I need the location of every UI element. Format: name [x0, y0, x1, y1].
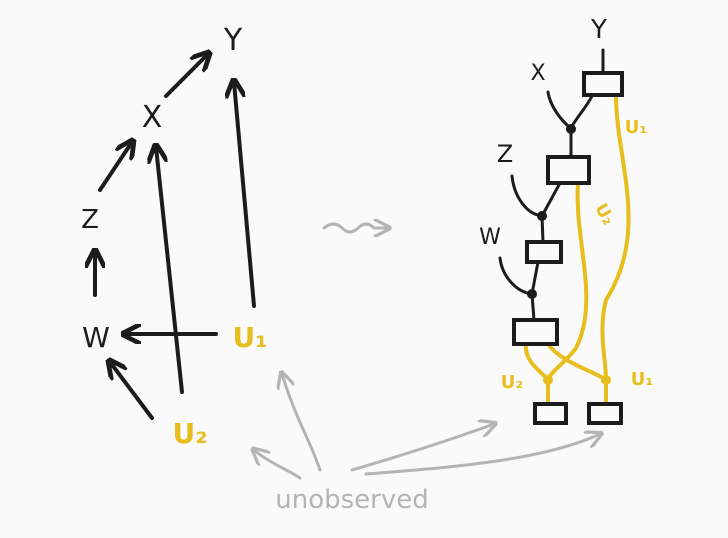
box-z-mechanism	[525, 240, 563, 264]
wire-u1-to-y-box	[600, 94, 631, 382]
edge-u2-to-w	[110, 362, 154, 420]
box-u1-exit	[587, 402, 623, 425]
wire-u2-to-exit-box	[523, 342, 550, 382]
transform-arrow	[322, 224, 388, 232]
edge-u1-to-y	[234, 82, 256, 308]
left-graph-nodes: Y X Z W U₁ U₂	[81, 23, 267, 450]
wire-u2-to-z-box	[546, 181, 589, 382]
right-graph-boxes	[512, 71, 624, 425]
node-w: W	[82, 321, 110, 354]
copy-dot-z	[537, 211, 547, 221]
unobserved-annotation	[254, 374, 600, 480]
unobserved-label: unobserved	[275, 485, 429, 515]
edge-x-to-y	[164, 54, 208, 98]
node-y: Y	[223, 23, 243, 58]
label-u2-bottom: U₂	[501, 372, 524, 393]
label-z: Z	[497, 140, 513, 168]
copy-dot-x	[566, 124, 576, 134]
pointer-to-left-u2	[254, 450, 302, 480]
node-x: X	[142, 100, 163, 135]
wire-x-out	[546, 90, 573, 130]
label-u1-bottom: U₁	[631, 369, 654, 390]
left-graph-edges	[95, 54, 256, 420]
wire-z-out	[510, 174, 544, 218]
wire-y-to-copy	[569, 94, 594, 130]
node-u1: U₁	[233, 321, 268, 354]
label-u2-mid: U₂	[590, 200, 618, 228]
edge-u2-to-x	[156, 147, 184, 394]
box-u2-exit	[533, 402, 568, 425]
edge-z-to-x	[98, 142, 132, 192]
box-y-mechanism	[582, 71, 624, 97]
label-y: Y	[590, 15, 607, 45]
squiggle-arrow-icon	[322, 224, 388, 232]
pointer-to-left-u1	[282, 374, 322, 472]
pointer-to-right-u2	[350, 424, 494, 472]
node-u2: U₂	[173, 417, 208, 450]
label-x: X	[530, 61, 545, 86]
label-u1-top: U₁	[625, 117, 648, 138]
wire-w-box-to-copy	[530, 260, 540, 296]
copy-dot-u1	[601, 375, 611, 385]
right-graph-copy-dots	[527, 124, 611, 385]
wire-z-box-to-copy	[540, 181, 562, 218]
label-w: W	[479, 225, 501, 250]
copy-dot-w	[527, 289, 537, 299]
node-z: Z	[81, 205, 99, 235]
pointer-to-right-u1	[364, 434, 600, 476]
box-w-mechanism	[512, 318, 559, 346]
box-x-mechanism	[546, 155, 591, 185]
copy-dot-u2	[543, 375, 553, 385]
